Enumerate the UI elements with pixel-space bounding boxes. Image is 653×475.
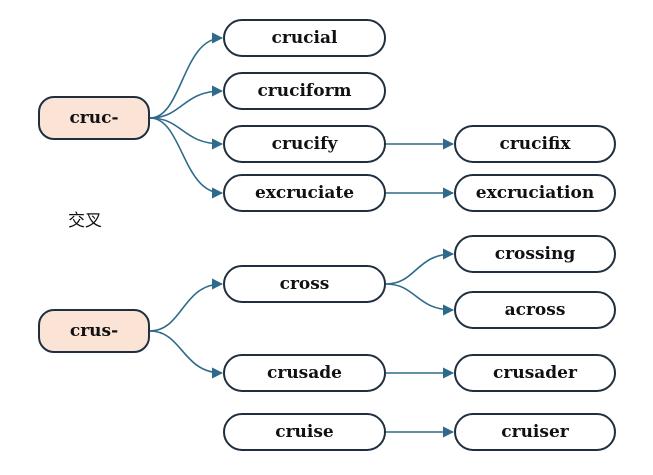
edge-cruc-to-excruciate <box>149 117 224 199</box>
edge-cruc-to-crucify <box>149 117 224 150</box>
meaning-label: 交叉 <box>68 211 102 231</box>
root-node-cruc: cruc- <box>38 96 150 140</box>
word-node-crusade: crusade <box>223 354 386 392</box>
edge-cruc-to-cruciform <box>149 85 224 119</box>
word-node-crucify: crucify <box>223 125 386 163</box>
word-node-cruiser: cruiser <box>454 413 616 451</box>
word-node-crusader: crusader <box>454 354 616 392</box>
word-node-cruise: cruise <box>223 413 386 451</box>
word-node-excruciation: excruciation <box>454 174 616 212</box>
word-node-crucial: crucial <box>223 19 386 57</box>
edge-cross-to-crossing <box>385 248 455 285</box>
word-node-excruciate: excruciate <box>223 174 386 212</box>
word-node-cross: cross <box>223 265 386 303</box>
word-node-crucifix: crucifix <box>454 125 616 163</box>
word-node-across: across <box>454 291 616 329</box>
word-node-cruciform: cruciform <box>223 72 386 110</box>
edge-cross-to-across <box>385 283 455 316</box>
edge-cruc-to-crucial <box>149 32 224 119</box>
root-node-crus: crus- <box>38 309 150 353</box>
edge-crus-to-cross <box>149 278 224 332</box>
word-node-crossing: crossing <box>454 235 616 273</box>
edge-crus-to-crusade <box>149 330 224 379</box>
